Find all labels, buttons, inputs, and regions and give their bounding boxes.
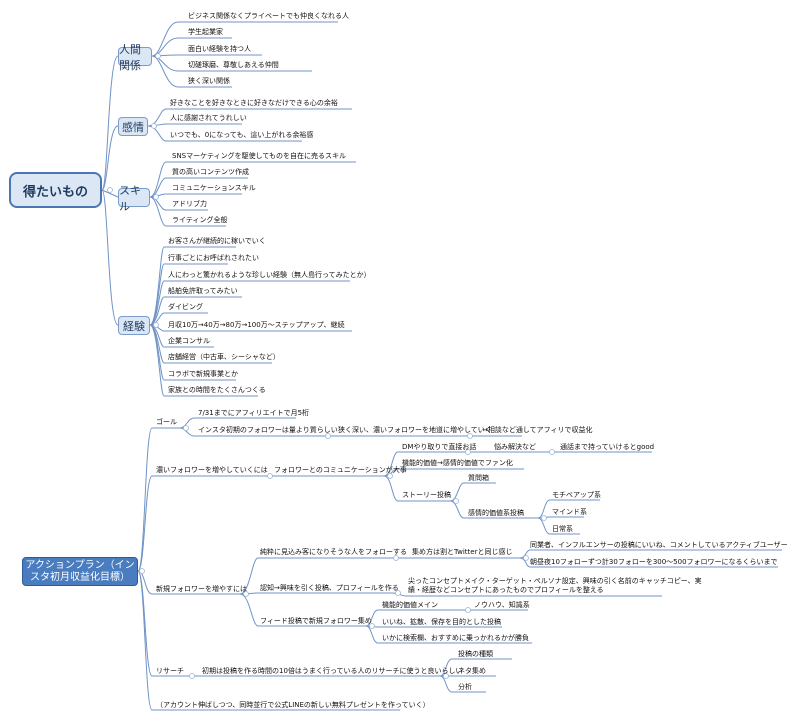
mindmap-root-action-plan: アクションプラン（インスタ初月収益化目標） [22, 557, 138, 586]
human-relations-item: ビジネス関係なくプライベートでも仲良くなれる人 [188, 12, 349, 20]
branch-skill: スキル [118, 184, 150, 213]
mindmap-root-goals: 得たいもの [9, 172, 102, 208]
new-follow-feed: フィード投稿で新規フォロワー集め [260, 617, 372, 625]
research-text: 初期は投稿を作る時間の10倍はうまく行っている人のリサーチに使うと良いらしい [202, 667, 463, 675]
emotion-item: いつでも、0になっても、這い上がれる余裕感 [170, 131, 314, 139]
human-relations-item: 狭く深い関係 [188, 77, 230, 85]
goal-label: ゴール [156, 418, 177, 426]
experience-item: 店舗経営（中古車、シーシャなど） [168, 353, 280, 361]
deep-emotional-item: モチベアップ系 [552, 491, 601, 499]
goal-item: 7/31までにアフィリエイトで月5桁 [198, 409, 310, 417]
new-follow-prospects: 純粋に見込み客になりそうな人をフォローする [260, 548, 407, 556]
deep-emotional-posts: 感情的価値系投稿 [468, 509, 524, 517]
goal-item: →相談など通してアフィリで収益化 [482, 426, 593, 434]
new-follow-knowhow: ノウハウ、知識系 [474, 601, 530, 609]
branch-emotion: 感情 [118, 117, 148, 136]
skill-item: 質の高いコンテンツ作成 [172, 168, 249, 176]
human-relations-item: 面白い経験を持つ人 [188, 45, 251, 53]
deep-worry: 悩み解決など [494, 443, 536, 451]
deep-communication: フォロワーとのコミュニケーションが大事 [274, 466, 407, 474]
skill-item: コミュニケーションスキル [172, 184, 256, 192]
new-follow-method-item: 朝昼夜10フォローずつ計30フォローを300～500フォロワーになるくらいまで [530, 558, 778, 566]
deep-emotional-item: 日常系 [552, 525, 573, 533]
deep-emotional-item: マインド系 [552, 508, 587, 516]
experience-item: コラボで新規事業とか [168, 370, 238, 378]
deep-call: 通話まで持っていけるとgood [560, 443, 655, 451]
experience-item: ダイビング [168, 303, 203, 311]
branch-experience: 経験 [118, 316, 150, 335]
deep-dm: DMやり取りで直接お話 [402, 443, 477, 451]
goal-item: 狭く深い、濃いフォロワーを地道に増やしていく [338, 426, 492, 434]
new-followers-label: 新規フォロワーを増やすには [156, 585, 247, 593]
research-item: ネタ集め [458, 667, 486, 675]
skill-item: ライティング全般 [172, 216, 228, 224]
research-item: 投稿の種類 [458, 650, 493, 658]
branch-human-relations: 人間関係 [118, 43, 152, 72]
research-item: 分析 [458, 683, 472, 691]
deep-functional-value: 機能的価値→感情的価値でファン化 [402, 459, 513, 467]
research-label: リサーチ [156, 667, 184, 675]
skill-item: SNSマーケティングを駆使してものを自在に売るスキル [172, 152, 347, 160]
emotion-item: 好きなことを好きなときに好きなだけできる心の余裕 [170, 99, 338, 107]
experience-item: 行事ごとにお呼ばれされたい [168, 254, 259, 262]
deep-story: ストーリー投稿 [402, 491, 451, 499]
new-follow-twitter-method: 集め方は割とTwitterと同じ感じ [412, 548, 513, 556]
new-follow-profile-detail: 績・経歴などコンセプトにあったものでプロフィールを整える [408, 586, 604, 594]
deep-question-box: 質問箱 [468, 474, 489, 482]
deep-followers-label: 濃いフォロワーを増やしていくには [156, 466, 268, 474]
emotion-item: 人に感謝されてうれしい [170, 114, 247, 122]
new-follow-engagement: いいね、拡散、保存を目的とした投稿 [382, 618, 501, 626]
experience-item: 企業コンサル [168, 337, 210, 345]
parallel-note: （アカウント伸ばしつつ、同時並行で公式LINEの新しい無料プレゼントを作っていく… [156, 701, 430, 709]
new-follow-profile: 認知→興味を引く投稿、プロフィールを作る [260, 584, 399, 592]
new-follow-method-item: 同業者、インフルエンサーの投稿にいいね、コメントしているアクティブユーザーをフォ… [530, 541, 788, 549]
human-relations-item: 切磋琢磨、尊敬しあえる仲間 [188, 61, 279, 69]
new-follow-profile-detail: 尖ったコンセプトメイク・ターゲット・ペルソナ設定、興味の引く名前のキャッチコピー… [408, 577, 702, 585]
experience-item: お客さんが継続的に稼いでいく [168, 237, 266, 245]
experience-item: 家族との時間をたくさんつくる [168, 386, 266, 394]
experience-item: 船舶免許取ってみたい [168, 287, 238, 295]
experience-item: 人にわっと驚かれるような珍しい経験（無人島行ってみたとか） [168, 271, 371, 279]
new-follow-functional: 機能的価値メイン [382, 601, 438, 609]
experience-item: 月収10万→40万→80万→100万～ステップアップ、継続 [168, 321, 345, 329]
human-relations-item: 学生起業家 [188, 28, 223, 36]
skill-item: アドリブ力 [172, 200, 207, 208]
new-follow-search: いかに検索欄、おすすめに乗っかれるかが勝負 [382, 634, 529, 642]
goal-item: インスタ初期のフォロワーは量より質らしい [198, 426, 338, 434]
